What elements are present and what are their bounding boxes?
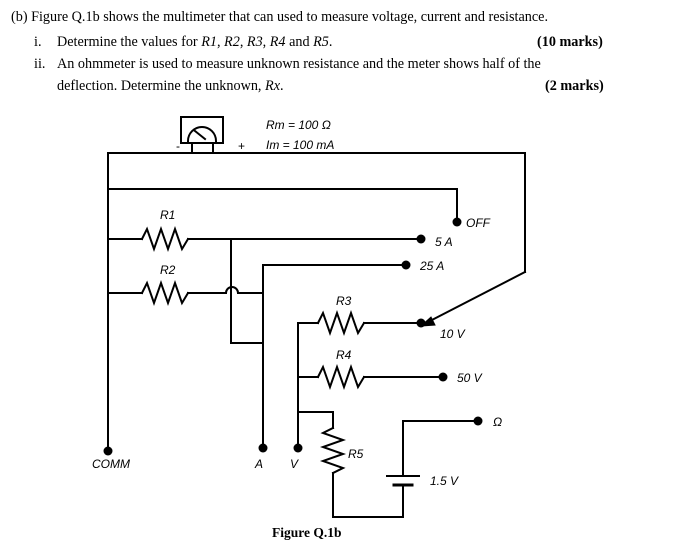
volt-10-label: 10 V: [440, 327, 466, 341]
meter-current-label: Im = 100 mA: [266, 138, 334, 152]
off-label: OFF: [466, 216, 491, 230]
r2-label: R2: [160, 263, 176, 277]
part-ii-line2: deflection. Determine the unknown, Rx.: [57, 78, 284, 94]
battery-voltage-label: 1.5 V: [430, 474, 459, 488]
part-i-text: Determine the values for R1, R2, R3, R4 …: [57, 34, 333, 50]
meter-needle: [193, 129, 207, 141]
r3-resistor-icon: [316, 309, 366, 337]
r2-resistor-icon: [140, 279, 190, 307]
off-terminal[interactable]: [452, 217, 462, 227]
v-label: V: [290, 457, 299, 471]
part-i-number: i.: [34, 34, 42, 50]
r3-label: R3: [336, 294, 352, 308]
amp-25-terminal[interactable]: [401, 260, 411, 270]
r1-resistor-icon: [140, 225, 190, 253]
ohm-terminal[interactable]: [473, 416, 483, 426]
r4-resistor-icon: [316, 363, 366, 391]
meter-plus-label: +: [238, 139, 245, 153]
amp-25-label: 25 A: [419, 259, 444, 273]
volt-10-terminal[interactable]: [416, 318, 426, 328]
figure-caption: Figure Q.1b: [272, 525, 342, 540]
volt-50-terminal[interactable]: [438, 372, 448, 382]
part-ii-number: ii.: [34, 56, 46, 72]
part-ii-line1: An ohmmeter is used to measure unknown r…: [57, 56, 541, 72]
comm-label: COMM: [92, 457, 130, 471]
r4-label: R4: [336, 348, 352, 362]
ohm-label: Ω: [493, 415, 502, 429]
amp-5-label: 5 A: [435, 235, 453, 249]
comm-terminal[interactable]: [103, 446, 113, 456]
a-terminal[interactable]: [258, 443, 268, 453]
amp-5-terminal[interactable]: [416, 234, 426, 244]
a-label: A: [254, 457, 263, 471]
r5-label: R5: [348, 447, 364, 461]
meter-dial-arc: [186, 126, 218, 143]
v-terminal[interactable]: [293, 443, 303, 453]
r5-resistor-icon: [319, 426, 347, 475]
meter-minus-label: -: [176, 139, 180, 153]
volt-50-label: 50 V: [457, 371, 483, 385]
part-i-marks: (10 marks): [537, 34, 603, 50]
part-ii-marks: (2 marks): [545, 78, 604, 94]
question-intro: (b) Figure Q.1b shows the multimeter tha…: [11, 9, 548, 25]
meter-resistance-label: Rm = 100 Ω: [266, 118, 331, 132]
r1-label: R1: [160, 208, 175, 222]
